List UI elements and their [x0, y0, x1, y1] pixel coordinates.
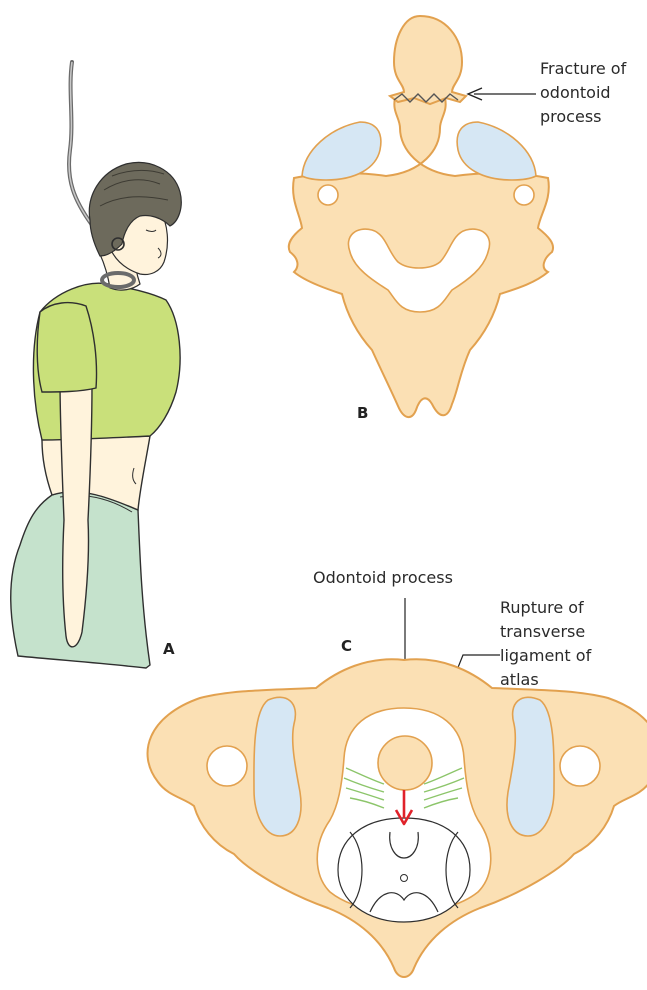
panel-label-a: A [163, 640, 175, 658]
panel-a-hanging-figure: A [11, 62, 182, 668]
atlas-foramen-right [560, 746, 600, 786]
panel-c-atlas: Odontoid process Rupture of transverse l… [148, 568, 647, 977]
facet-left [302, 122, 381, 180]
dens-fragment [390, 16, 466, 104]
spinal-cord-region [338, 818, 470, 922]
rupture-label: Rupture of transverse ligament of atlas [500, 598, 596, 689]
central-canal-dot [401, 875, 408, 882]
panel-b-axis-vertebra: B Fracture of odontoid process [289, 16, 632, 422]
atlas-facet-left [254, 697, 301, 836]
atlas-foramen-left [207, 746, 247, 786]
foramen-transversarium-right [514, 185, 534, 205]
atlas-facet-right [507, 697, 554, 836]
odontoid-process [378, 736, 432, 790]
odontoid-label: Odontoid process [313, 568, 453, 587]
facet-right [457, 122, 536, 180]
panel-label-c: C [341, 637, 352, 655]
foramen-transversarium-left [318, 185, 338, 205]
fracture-label: Fracture of odontoid process [540, 59, 631, 126]
sleeve [37, 303, 96, 392]
panel-label-b: B [357, 404, 368, 422]
